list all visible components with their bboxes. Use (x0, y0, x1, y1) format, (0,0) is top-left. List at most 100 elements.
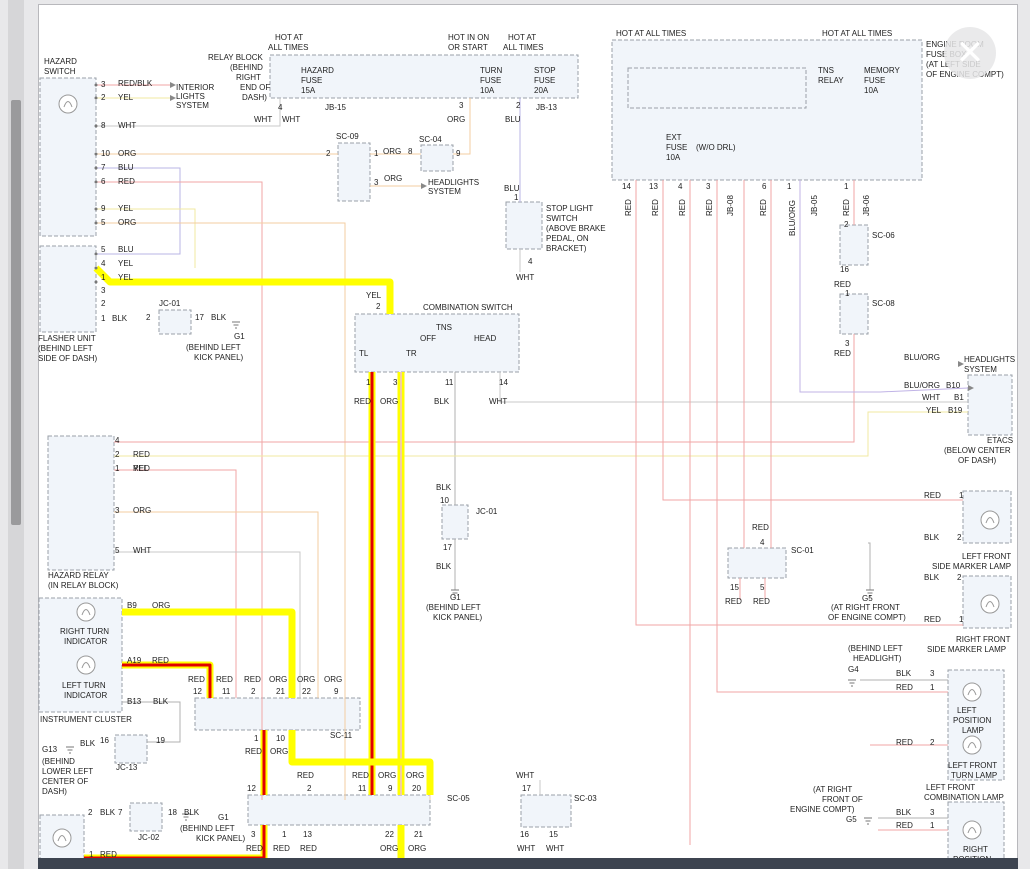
label-lm-5: SIDE MARKER LAMP (932, 562, 1011, 571)
label-hzp-10: 1 (101, 273, 106, 282)
label-lp-6: 1 (930, 683, 935, 692)
label-sc9-2: 1 (374, 149, 379, 158)
label-sc9-4: 8 (408, 147, 413, 156)
pin-dot (94, 166, 98, 170)
highlight-yel-path (93, 265, 394, 314)
stop-light-switch-box (505, 201, 543, 250)
label-s11-11: 9 (334, 687, 339, 696)
close-button[interactable]: ✕ (944, 27, 996, 79)
label-rbp-4: ORG (447, 115, 465, 124)
label-s11-5: ORG (324, 675, 342, 684)
label-cs-8: 1 (366, 378, 371, 387)
label-hr-6: 3 (115, 506, 120, 515)
label-sc9-0: SC-09 (336, 132, 359, 141)
label-sc8-3: RED (834, 349, 851, 358)
label-g13-0: G13 (42, 745, 58, 754)
bottom-lamp-icon-filament (57, 835, 67, 842)
label-et-4: B10 (946, 381, 961, 390)
label-ef-13: (W/O DRL) (696, 143, 736, 152)
label-rb-1: ALL TIMES (268, 43, 308, 52)
label-jc1-1: JC-01 (159, 299, 181, 308)
label-lm-12: 1 (959, 615, 964, 624)
label-s5-14: 21 (414, 830, 423, 839)
label-f3-1: FUSE (534, 76, 555, 85)
label-s11-2: RED (244, 675, 261, 684)
label-hzp-11: 3 (101, 286, 106, 295)
label-ic-8: RED (152, 656, 169, 665)
right-front-side-marker-lamp-icon-filament (985, 601, 995, 608)
label-sls-0: BLU (504, 184, 520, 193)
label-lm-8: G5 (862, 594, 873, 603)
label-hr-9: WHT (133, 546, 151, 555)
right-front-side-marker-lamp-icon (980, 594, 1000, 614)
label-sls-8: WHT (516, 273, 534, 282)
right-position-lamp-icon-filament (967, 827, 977, 834)
label-ef-11: EXT (666, 133, 682, 142)
right-turn-indicator-lamp-icon-filament (81, 609, 91, 616)
label-efv-3: RED (705, 199, 714, 216)
label-hzp-6: 9 (101, 204, 106, 213)
ground-icon (866, 589, 874, 597)
label-s11-16: ORG (270, 747, 288, 756)
label-lp-2: G4 (848, 665, 859, 674)
label-s5-18: ORG (380, 844, 398, 853)
pin-dot (94, 207, 98, 211)
label-cs-5: HEAD (474, 334, 496, 343)
hazard-switch-box (39, 77, 97, 237)
label-g1a-1: (BEHIND LEFT (186, 343, 241, 352)
close-icon: ✕ (955, 34, 985, 72)
label-f1-2: 15A (301, 86, 316, 95)
sc-08-connector (839, 293, 869, 335)
label-cs-9: 3 (393, 378, 398, 387)
label-s5-2: ORG (378, 771, 396, 780)
label-efp-6: 1 (844, 182, 849, 191)
wire-blu-org (799, 180, 969, 393)
highlight-a19-red-inner (122, 663, 212, 698)
label-s5-9: SC-05 (447, 794, 470, 803)
label-hr-4: 1 (115, 464, 120, 473)
label-rbp-0: 4 (278, 103, 283, 112)
label-rbl-1: (BEHIND (230, 63, 263, 72)
label-rp-7: 1 (930, 821, 935, 830)
wire-red-6 (96, 181, 263, 800)
label-sls-1: 1 (514, 193, 519, 202)
label-rp-0: (AT RIGHT (813, 785, 852, 794)
label-jc1-3: BLK (211, 313, 227, 322)
label-g13-6: CENTER OF (42, 777, 88, 786)
label-fl-0: FLASHER UNIT (38, 334, 96, 343)
label-s5-19: ORG (408, 844, 426, 853)
label-cs-2: COMBINATION SWITCH (423, 303, 513, 312)
label-cs-13: ORG (380, 397, 398, 406)
pin-dot (94, 124, 98, 128)
label-et-6: B1 (954, 393, 964, 402)
label-sls-4: (ABOVE BRAKE (546, 224, 606, 233)
label-cs-15: WHT (489, 397, 507, 406)
label-s3-0: WHT (516, 771, 534, 780)
jc-13-connector (114, 734, 148, 764)
wire-red-1 (114, 469, 237, 698)
scrollbar-thumb[interactable] (11, 100, 21, 525)
label-s11-1: RED (216, 675, 233, 684)
label-et-9: ETACS (987, 436, 1013, 445)
label-sc4-1: 9 (456, 149, 461, 158)
pin-dot (94, 83, 98, 87)
label-s11-7: 11 (222, 687, 231, 696)
label-f3-0: STOP (534, 66, 556, 75)
pin-dot (94, 280, 98, 284)
sc-06-connector (839, 224, 869, 266)
tns-relay-box (627, 67, 807, 109)
right-turn-indicator-lamp-icon (76, 602, 96, 622)
label-lp-15: COMBINATION LAMP (924, 793, 1004, 802)
label-lm-10: OF ENGINE COMPT) (828, 613, 906, 622)
ground-icon (66, 746, 74, 754)
label-hzp-4: 7 (101, 163, 106, 172)
label-s11-14: 10 (276, 734, 285, 743)
wire-org-3b (114, 511, 319, 698)
label-hzp-5: 6 (101, 177, 106, 186)
label-sls-3: SWITCH (546, 214, 578, 223)
label-hr-5: RED (133, 464, 150, 473)
label-lm-3: 2 (957, 533, 962, 542)
arrow-icon (421, 183, 427, 189)
label-jc2-9: 1 (89, 850, 94, 859)
label-rbp-5: 2 (516, 101, 521, 110)
